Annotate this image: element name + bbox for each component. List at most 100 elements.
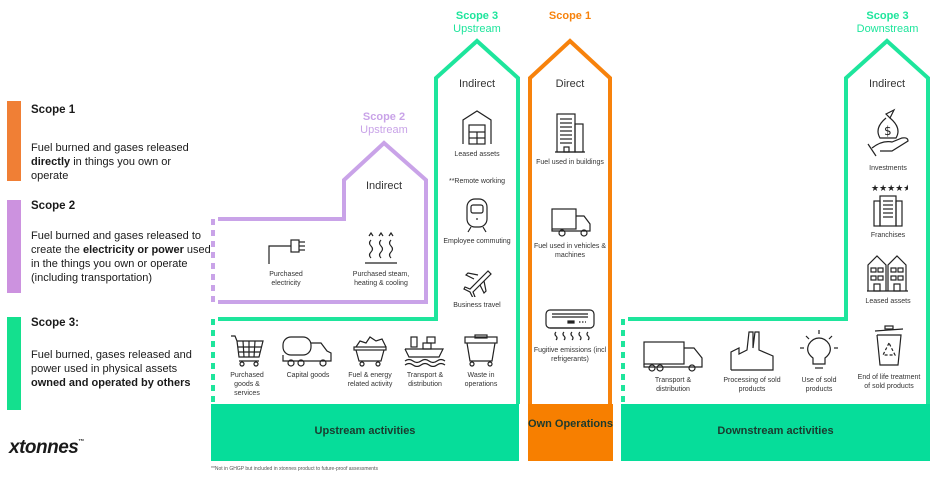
factory-icon <box>730 331 774 371</box>
item-fuel-buildings: Fuel used in buildings <box>530 112 610 167</box>
scope1-legend-bar <box>7 101 21 181</box>
legend-text-part: in things you own or operate <box>31 156 172 182</box>
shopping-cart-icon <box>231 335 264 367</box>
downstream-activities-bar <box>621 404 930 461</box>
item-label: End of life treatment of sold products <box>857 374 921 390</box>
scope3-legend-bar <box>7 317 21 410</box>
footnote: **Not in GHGP but included in xtonnes pr… <box>211 466 378 472</box>
item-label: Transport & distribution <box>654 377 692 393</box>
item-label: Processing of sold products <box>723 377 781 393</box>
legend-text-bold: owned and operated by others <box>31 377 191 389</box>
item-processing-sold-products: Processing of sold products <box>722 330 782 394</box>
item-label: Leased assets <box>454 151 500 158</box>
scope2-upstream-heading: Scope 2 Upstream <box>344 111 424 137</box>
item-end-of-life: End of life treatment of sold products <box>856 325 922 391</box>
item-label: Employee commuting <box>443 238 511 245</box>
franchise-icon: ★★★★★ <box>871 184 908 227</box>
investment-hand-icon: $ <box>867 108 909 157</box>
scope2-legend-text: Fuel burned and gases released to create… <box>31 229 211 285</box>
scope3-legend-title: Scope 3: <box>31 317 79 329</box>
item-label: Fuel & energy related activity <box>347 372 393 388</box>
item-label: Purchased electricity <box>269 271 303 287</box>
item-label: Fugitive emissions (incl refrigerants) <box>533 347 607 363</box>
xtonnes-logo: xtonnes™ <box>9 437 84 459</box>
steam-heat-icon <box>365 231 397 264</box>
item-label: Transport & distribution <box>406 372 444 388</box>
item-franchises: ★★★★★ Franchises <box>848 183 928 240</box>
scope2-legend-bar <box>7 200 21 293</box>
heading-line-1: Scope 3 <box>455 10 499 22</box>
heading-line-1: Scope 1 <box>548 10 592 22</box>
own-operations-label: Own Operations <box>528 418 613 430</box>
svg-text:$: $ <box>884 124 892 138</box>
item-label: Investments <box>869 165 907 172</box>
scope2-indirect-label: Indirect <box>365 180 403 192</box>
item-label: Capital goods <box>286 372 330 379</box>
scope1-outline <box>528 38 612 404</box>
item-label: Purchased goods & services <box>230 372 264 397</box>
heading-line-2: Upstream <box>453 23 501 35</box>
item-capital-goods: Capital goods <box>280 333 336 380</box>
legend-text-part: Fuel burned and gases released <box>31 142 189 154</box>
houses-icon <box>867 255 908 292</box>
scope3-downstream-indirect-label: Indirect <box>868 78 906 90</box>
item-purchased-electricity: Purchased electricity <box>255 232 317 288</box>
scope3-upstream-indirect-label: Indirect <box>458 78 496 90</box>
legend-text-part: Fuel burned, gases released and power us… <box>31 349 192 375</box>
item-employee-commuting: Employee commuting <box>437 197 517 246</box>
item-purchased-goods: Purchased goods & services <box>222 333 272 398</box>
logo-text: xtonnes <box>9 437 79 458</box>
building-icon <box>555 113 585 153</box>
item-business-travel: Business travel <box>437 267 517 310</box>
cement-truck-icon <box>282 336 332 367</box>
item-label: Use of sold products <box>801 377 837 393</box>
heading-line-1: Scope 2 <box>362 111 406 123</box>
item-label: Fuel used in vehicles & machines <box>534 243 606 259</box>
lightbulb-icon <box>800 330 838 369</box>
logo-tm: ™ <box>78 439 84 445</box>
item-leased-assets-downstream: Leased assets <box>848 253 928 306</box>
scope1-direct-label: Direct <box>555 78 585 90</box>
upstream-activities-bar <box>211 404 519 461</box>
item-leased-assets-upstream: Leased assets <box>437 108 517 159</box>
scope1-legend-text: Fuel burned and gases released directly … <box>31 141 211 183</box>
scope3-downstream-outline <box>628 38 930 404</box>
coal-cart-icon <box>353 336 387 367</box>
legend-text-bold: directly <box>31 156 71 168</box>
heading-line-2: Upstream <box>360 124 408 136</box>
item-label: Leased assets <box>865 298 911 305</box>
item-label: Purchased steam, heating & cooling <box>352 271 410 287</box>
downstream-activities-label: Downstream activities <box>717 425 834 437</box>
scope1-heading: Scope 1 <box>530 10 610 23</box>
item-label: Waste in operations <box>464 372 498 388</box>
item-label: Business travel <box>453 302 501 309</box>
legend-text-bold: electricity or power <box>82 244 184 256</box>
item-purchased-steam: Purchased steam, heating & cooling <box>345 230 417 288</box>
svg-text:★★★★★: ★★★★★ <box>871 184 908 194</box>
plug-icon <box>268 239 305 264</box>
item-fuel-energy: Fuel & energy related activity <box>340 333 400 389</box>
upstream-activities-label: Upstream activities <box>314 425 416 437</box>
heading-line-1: Scope 3 <box>866 10 909 22</box>
airplane-icon <box>463 270 492 297</box>
item-fugitive-emissions: Fugitive emissions (incl refrigerants) <box>530 308 610 364</box>
item-transport-distribution-downstream: Transport & distribution <box>640 340 706 394</box>
legend-text-part: used in the things you own or operate (i… <box>31 244 211 284</box>
item-waste-operations: Waste in operations <box>455 333 507 389</box>
scope3-legend-text: Fuel burned, gases released and power us… <box>31 348 211 390</box>
air-conditioner-icon <box>545 309 595 341</box>
cargo-ship-icon <box>404 336 446 367</box>
item-use-sold-products: Use of sold products <box>794 330 844 394</box>
recycle-bin-icon <box>874 325 904 366</box>
item-fuel-vehicles: Fuel used in vehicles & machines <box>530 206 610 260</box>
item-remote-working: **Remote working <box>437 177 517 186</box>
warehouse-icon <box>462 110 492 145</box>
item-label: **Remote working <box>448 178 506 185</box>
train-icon <box>466 198 488 233</box>
scope3-downstream-heading: Scope 3 Downstream <box>840 10 935 36</box>
item-label: Fuel used in buildings <box>536 159 604 166</box>
delivery-truck-icon <box>643 341 703 372</box>
scope2-legend-title: Scope 2 <box>31 200 76 212</box>
scope1-legend-title: Scope 1 <box>31 104 76 116</box>
